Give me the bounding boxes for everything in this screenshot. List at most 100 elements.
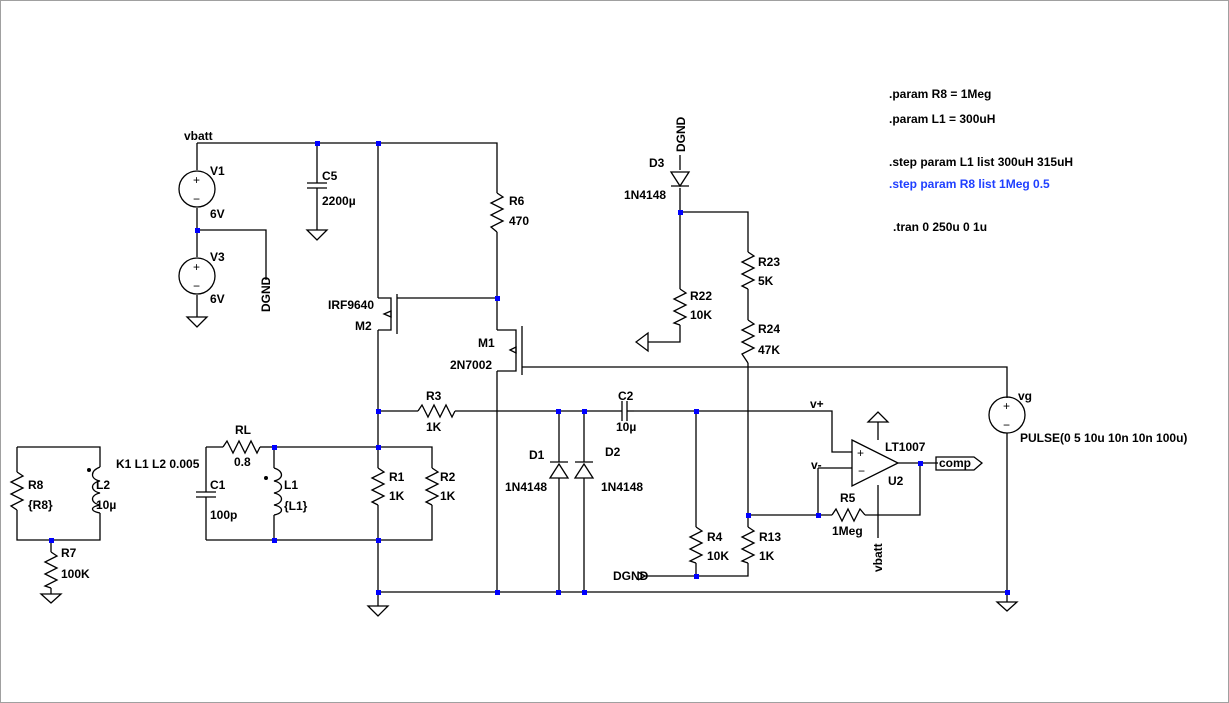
rl-ref: RL [235, 423, 251, 437]
r2-value: 1K [440, 489, 456, 503]
r3-ref: R3 [426, 389, 442, 403]
u2-minus-input: − [858, 464, 865, 478]
diode-d3[interactable]: D3 1N4148 DGND [624, 116, 691, 202]
v1-minus-sign: − [193, 192, 200, 206]
c2-ref: C2 [618, 389, 634, 403]
resistor-r8[interactable]: R8 {R8} [9, 471, 53, 512]
v3-plus-sign: + [193, 260, 200, 274]
m1-ref: M1 [478, 336, 495, 350]
net-label-dgnd-bottom: DGND [613, 569, 649, 583]
directive-step-l1[interactable]: .step param L1 list 300uH 315uH [889, 155, 1073, 169]
junctions [49, 141, 1010, 595]
resistor-r3[interactable]: R3 1K [417, 389, 456, 434]
r6-value: 470 [509, 214, 529, 228]
m1-value: 2N7002 [450, 358, 492, 372]
r5-value: 1Meg [832, 524, 863, 538]
net-label-vminus: v- [811, 458, 822, 472]
capacitor-c5[interactable]: C5 2200µ [307, 169, 356, 208]
l2-polarity-dot [87, 468, 91, 472]
resistor-r6[interactable]: R6 470 [489, 192, 529, 233]
voltage-source-v1[interactable]: + − V1 6V [178, 164, 225, 221]
v1-value: 6V [210, 207, 225, 221]
v3-minus-sign: − [193, 279, 200, 293]
resistor-r5[interactable]: R5 1Meg [831, 491, 866, 538]
capacitor-c2[interactable]: C2 10µ [616, 389, 636, 434]
l1-polarity-dot [264, 476, 268, 480]
r1-ref: R1 [389, 470, 405, 484]
diode-d1[interactable]: D1 1N4148 [505, 448, 570, 494]
voltage-source-v3[interactable]: + − V3 6V [178, 250, 225, 306]
resistor-r1[interactable]: R1 1K [370, 467, 405, 506]
mosfet-m2[interactable]: IRF9640 M2 [328, 294, 398, 334]
r4-ref: R4 [707, 530, 723, 544]
l1-value: {L1} [284, 499, 308, 513]
r13-ref: R13 [759, 530, 781, 544]
r24-ref: R24 [758, 322, 780, 336]
d1-value: 1N4148 [505, 480, 547, 494]
r2-ref: R2 [440, 470, 456, 484]
r8-value: {R8} [28, 498, 53, 512]
r23-ref: R23 [758, 255, 780, 269]
r3-value: 1K [426, 420, 442, 434]
r22-value: 10K [690, 308, 712, 322]
ground-symbol-u2 [866, 411, 890, 423]
l1-ref: L1 [284, 478, 298, 492]
r22-ref: R22 [690, 289, 712, 303]
d2-ref: D2 [605, 445, 621, 459]
r13-value: 1K [759, 549, 775, 563]
resistor-rl[interactable]: RL 0.8 [222, 423, 261, 469]
resistor-r22[interactable]: R22 10K [672, 288, 712, 326]
diode-d2[interactable]: D2 1N4148 [573, 445, 643, 494]
directive-tran[interactable]: .tran 0 250u 0 1u [893, 220, 987, 234]
m2-value: IRF9640 [328, 298, 374, 312]
ground-symbol-v3 [185, 316, 209, 328]
inductor-l1[interactable]: L1 {L1} [264, 467, 308, 516]
resistor-r4[interactable]: R4 10K [688, 526, 729, 564]
d3-ref: D3 [649, 156, 665, 170]
net-label-dgnd-left: DGND [259, 276, 273, 312]
m2-ref: M2 [355, 319, 372, 333]
r5-ref: R5 [840, 491, 856, 505]
r1-value: 1K [389, 489, 405, 503]
resistor-r24[interactable]: R24 47K [740, 319, 780, 364]
directive-step-r8[interactable]: .step param R8 list 1Meg 0.5 [889, 177, 1050, 191]
net-label-vbatt-u2: vbatt [871, 543, 885, 572]
ground-symbol-main [366, 605, 390, 617]
directive-param-l1[interactable]: .param L1 = 300uH [889, 112, 995, 126]
directive-param-r8[interactable]: .param R8 = 1Meg [889, 87, 991, 101]
v3-value: 6V [210, 292, 225, 306]
u2-ref: U2 [888, 474, 904, 488]
v3-ref: V3 [210, 250, 225, 264]
vg-minus-sign: − [1003, 418, 1010, 432]
r6-ref: R6 [509, 194, 525, 208]
v1-plus-sign: + [193, 173, 200, 187]
opamp-u2[interactable]: + − LT1007 U2 [851, 438, 926, 488]
vg-ref: vg [1018, 389, 1032, 403]
ground-symbol-c5 [305, 229, 329, 241]
l2-value: 10µ [96, 498, 116, 512]
coupling-directive-k1: K1 L1 L2 0.005 [116, 457, 200, 471]
d3-value: 1N4148 [624, 188, 666, 202]
resistor-r13[interactable]: R13 1K [740, 526, 781, 564]
rl-value: 0.8 [234, 455, 251, 469]
capacitor-c1[interactable]: C1 100p [196, 478, 237, 522]
c5-value: 2200µ [322, 194, 356, 208]
resistor-r2[interactable]: R2 1K [424, 467, 456, 506]
mosfet-m1[interactable]: M1 2N7002 [450, 326, 523, 375]
vg-plus-sign: + [1003, 399, 1010, 413]
inductor-l2[interactable]: L2 10µ [87, 466, 116, 514]
resistor-r23[interactable]: R23 5K [740, 251, 780, 290]
d1-ref: D1 [529, 448, 545, 462]
r7-value: 100K [61, 567, 90, 581]
r7-ref: R7 [61, 546, 77, 560]
resistor-r7[interactable]: R7 100K [43, 546, 90, 589]
l2-ref: L2 [96, 478, 110, 492]
output-port-comp[interactable]: comp [935, 456, 984, 471]
r8-ref: R8 [28, 478, 44, 492]
voltage-source-vg[interactable]: + − vg PULSE(0 5 10u 10n 10n 100u) [988, 389, 1187, 445]
ground-symbol-vg [995, 601, 1019, 612]
d2-value: 1N4148 [601, 480, 643, 494]
